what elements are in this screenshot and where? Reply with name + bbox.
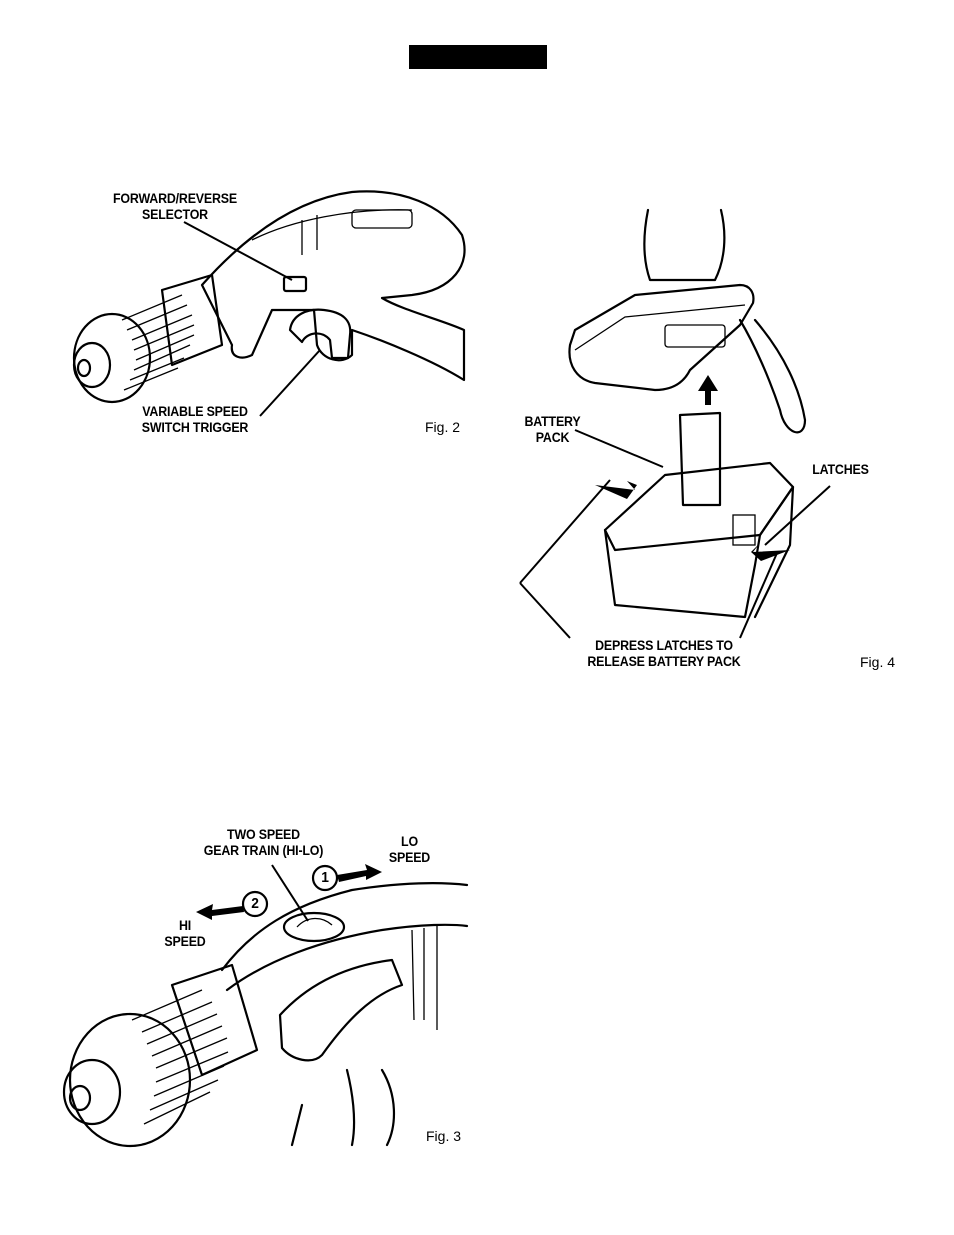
figure-3-label: Fig. 3 xyxy=(426,1128,461,1144)
figure-4-label: Fig. 4 xyxy=(860,654,895,670)
section-header-bar xyxy=(409,45,547,69)
latches-label: LATCHES xyxy=(797,462,884,478)
step-2-marker: 2 xyxy=(244,896,266,912)
figure-2-label: Fig. 2 xyxy=(425,419,460,435)
figure-3-two-speed-gear xyxy=(52,820,472,1150)
step-1-marker: 1 xyxy=(314,870,336,886)
drill-top-illustration xyxy=(52,820,472,1150)
